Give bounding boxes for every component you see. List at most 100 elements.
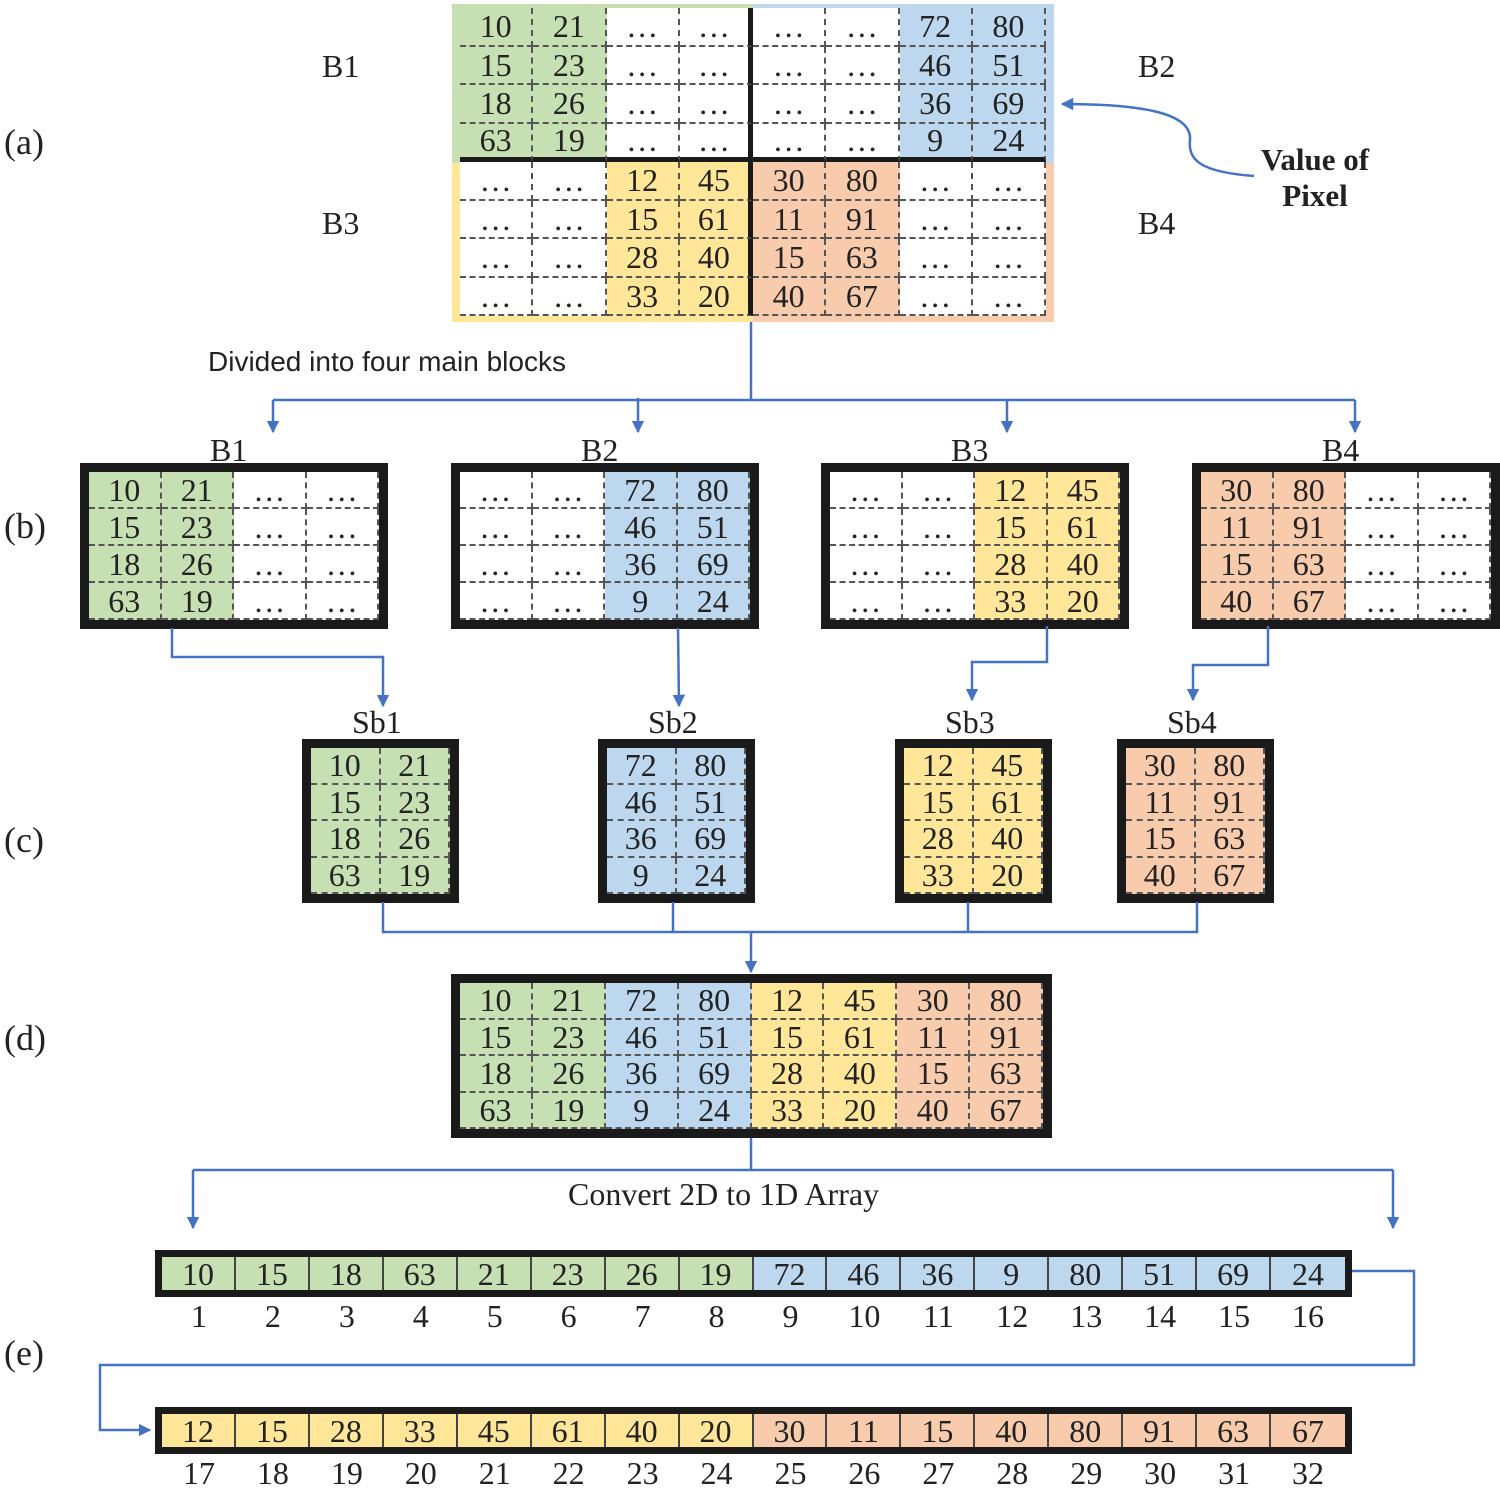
array-index: 25: [774, 1455, 807, 1491]
array-index: 5: [486, 1298, 503, 1334]
block-cell: 30: [1201, 472, 1274, 509]
block-cell: …: [1346, 583, 1419, 620]
block-cell: …: [902, 472, 975, 509]
matrix-cell: …: [826, 8, 900, 47]
array-index: 2: [264, 1298, 281, 1334]
merged-cell: 80: [970, 983, 1043, 1020]
sub-block-cell: 67: [1195, 857, 1265, 894]
matrix-cell: …: [679, 8, 753, 47]
divided-caption: Divided into four main blocks: [208, 346, 566, 377]
array-cell: 26: [605, 1257, 680, 1290]
array-cell: 15: [901, 1414, 976, 1447]
main-block-label: B1: [210, 432, 248, 468]
array-cell: 28: [309, 1414, 384, 1447]
sub-block-cell: 51: [676, 784, 746, 821]
merged-cell: 91: [970, 1019, 1043, 1056]
array-cell: 12: [162, 1414, 236, 1447]
block-cell: …: [306, 583, 379, 620]
sub-block-cell: 24: [676, 857, 746, 894]
array-cell: 15: [235, 1414, 310, 1447]
matrix-cell: …: [606, 46, 680, 85]
block-cell: 61: [1047, 509, 1120, 546]
part-label-a: (a): [4, 122, 44, 162]
matrix-cell: …: [753, 8, 827, 47]
block-cell: …: [234, 546, 307, 583]
matrix-cell: 19: [533, 123, 607, 162]
block-cell: 20: [1047, 583, 1120, 620]
sub-block-cell: 12: [904, 748, 974, 785]
matrix-cell: 72: [899, 8, 973, 47]
sub-block-cell: 23: [380, 784, 450, 821]
merged-cell: 19: [532, 1092, 606, 1129]
block-cell: …: [1418, 472, 1491, 509]
matrix-cell: …: [826, 85, 900, 124]
block-cell: 23: [161, 509, 234, 546]
part-label-e: (e): [4, 1333, 44, 1373]
matrix-cell: …: [460, 239, 534, 278]
arrow-to-sb4: [1186, 626, 1270, 702]
array-index: 1: [190, 1298, 207, 1334]
array-cell: 63: [383, 1257, 458, 1290]
sub-block-cell: 26: [380, 821, 450, 858]
matrix-cell: …: [460, 277, 534, 316]
matrix-cell: …: [679, 85, 753, 124]
array-index: 32: [1292, 1455, 1325, 1491]
block-cell: …: [830, 509, 903, 546]
block-cell: 15: [1201, 546, 1274, 583]
array-cell: 18: [309, 1257, 384, 1290]
array-cell: 10: [162, 1257, 236, 1290]
block-cell: 51: [677, 509, 750, 546]
array-cell: 69: [1197, 1257, 1272, 1290]
sub-block-cell: 80: [1195, 748, 1265, 785]
sub-block-label: Sb3: [945, 704, 995, 740]
sub-block-cell: 18: [311, 821, 381, 858]
block-cell: …: [234, 472, 307, 509]
sub-block-cell: 36: [607, 821, 677, 858]
matrix-cell: 80: [972, 8, 1046, 47]
sub-block-cell: 91: [1195, 784, 1265, 821]
array-index: 26: [848, 1455, 881, 1491]
matrix-cell: …: [899, 200, 973, 239]
matrix-cell: …: [606, 85, 680, 124]
sub-block-cell: 63: [1195, 821, 1265, 858]
array-index: 20: [404, 1455, 437, 1491]
merged-cell: 46: [605, 1019, 679, 1056]
matrix-cell: 61: [679, 200, 753, 239]
block-cell: 80: [677, 472, 750, 509]
merged-cell: 45: [824, 983, 898, 1020]
array-cell: 33: [383, 1414, 458, 1447]
sub-block-label: Sb4: [1167, 704, 1217, 740]
array-index: 6: [560, 1298, 577, 1334]
array-cell: 21: [457, 1257, 532, 1290]
block-cell: 91: [1273, 509, 1346, 546]
matrix-cell: 10: [460, 8, 534, 47]
sub-block-cell: 9: [607, 857, 677, 894]
array-index: 4: [412, 1298, 429, 1334]
matrix-cell: …: [533, 277, 607, 316]
matrix-cell: …: [679, 123, 753, 162]
block-cell: …: [234, 509, 307, 546]
block-cell: …: [460, 509, 533, 546]
block-cell: …: [1346, 472, 1419, 509]
array-cell: 15: [235, 1257, 310, 1290]
array-index: 7: [634, 1298, 651, 1334]
matrix-cell: …: [753, 123, 827, 162]
block-cell: …: [532, 583, 605, 620]
merged-cell: 9: [605, 1092, 679, 1129]
merged-cell: 11: [897, 1019, 971, 1056]
array-cell: 67: [1271, 1414, 1345, 1447]
array-index: 27: [922, 1455, 955, 1491]
array-cell: 72: [753, 1257, 828, 1290]
array-index: 21: [478, 1455, 511, 1491]
matrix-cell: 51: [972, 46, 1046, 85]
block-cell: 67: [1273, 583, 1346, 620]
matrix-cell: 12: [606, 162, 680, 201]
sub-block-cell: 40: [973, 821, 1043, 858]
array-cell: 61: [531, 1414, 606, 1447]
matrix-cell: 63: [460, 123, 534, 162]
merged-cell: 36: [605, 1056, 679, 1093]
